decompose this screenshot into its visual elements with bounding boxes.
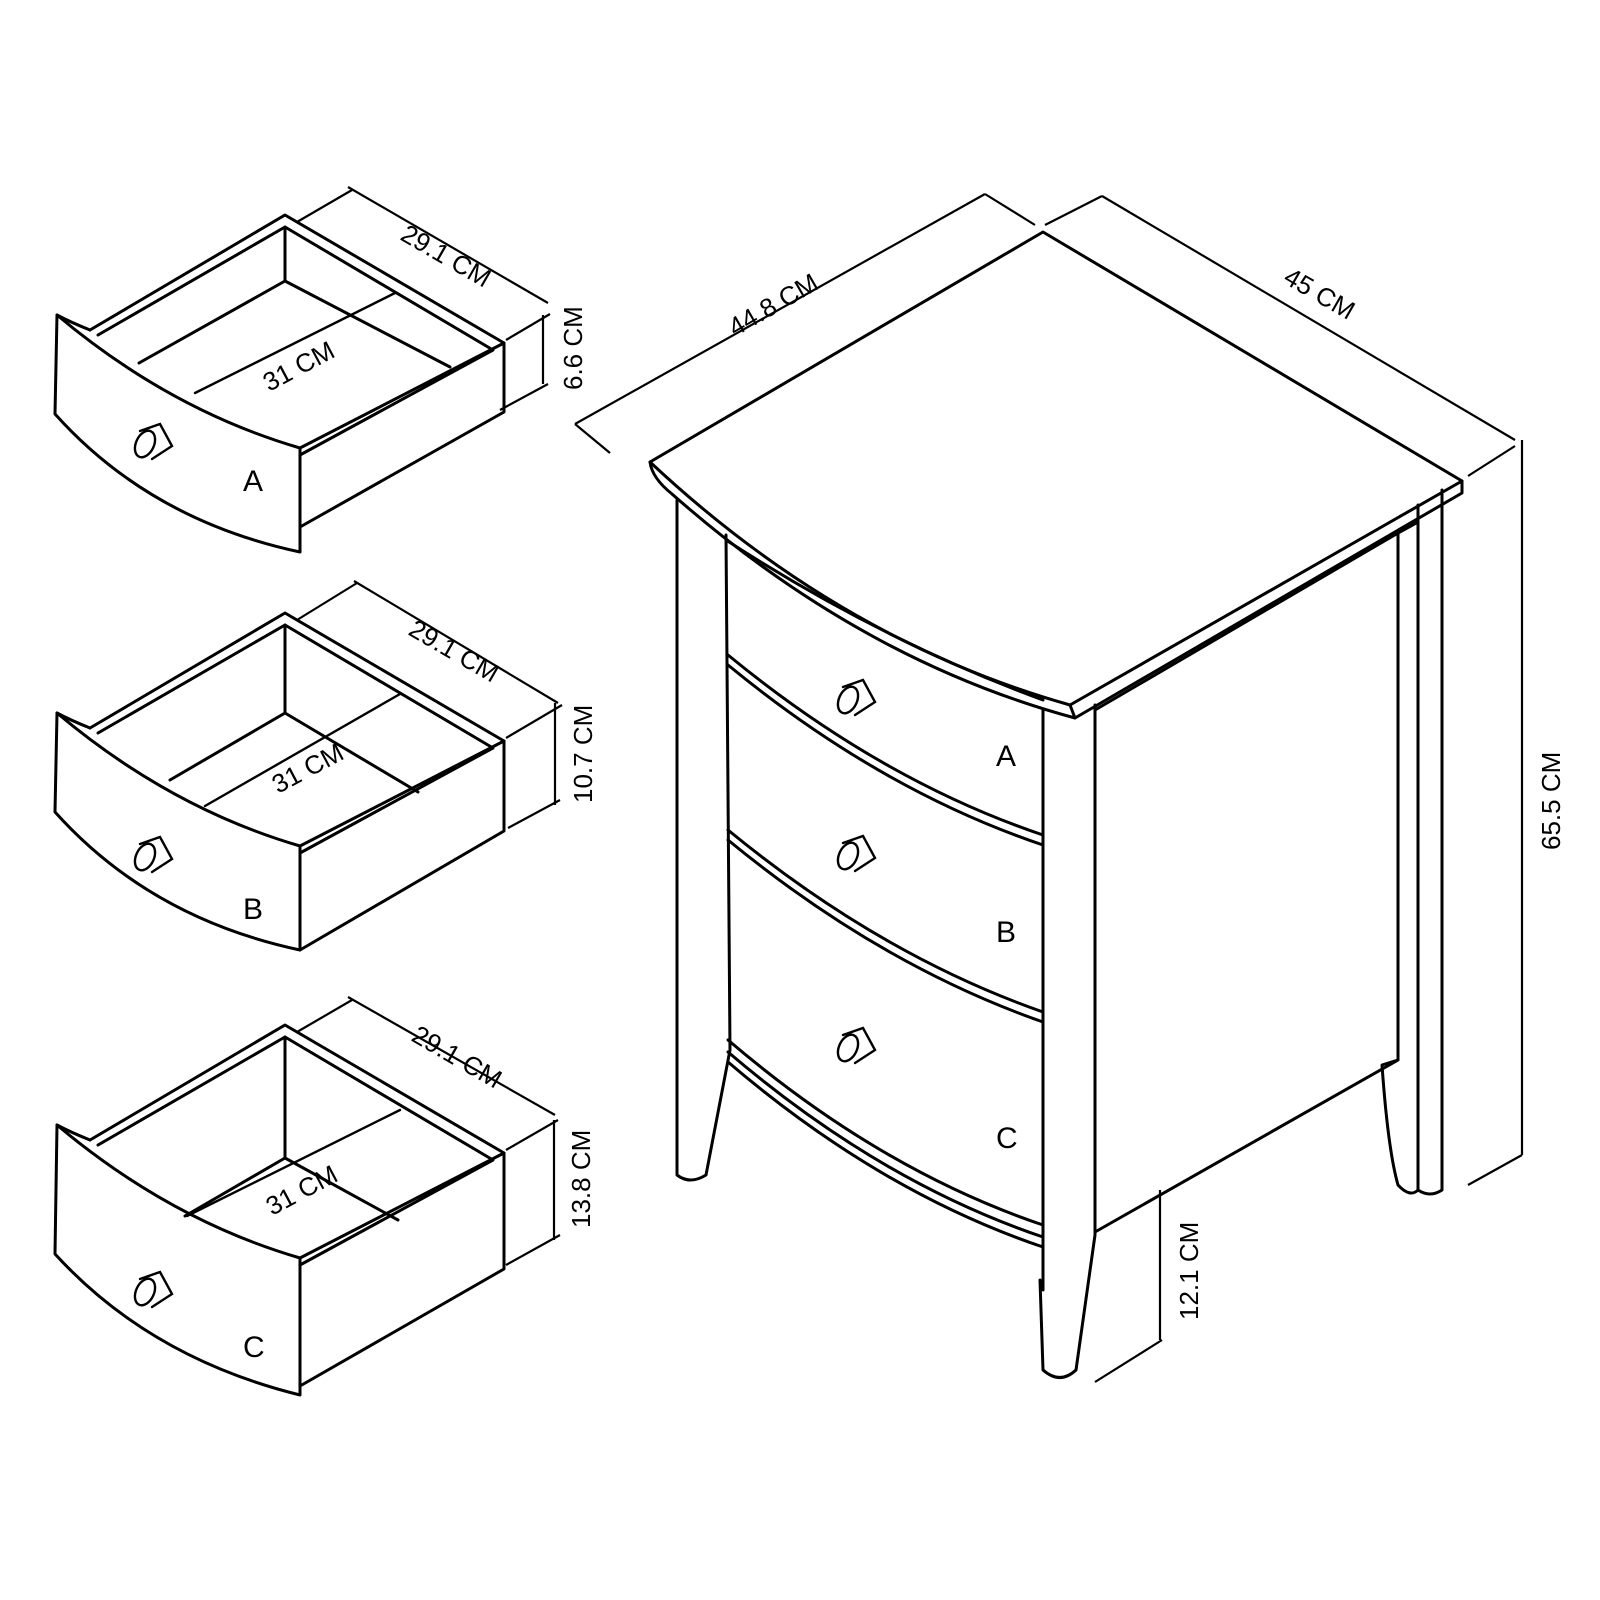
drawer-a-top-rim	[88, 213, 506, 457]
cabinet-knob-a	[836, 678, 877, 717]
drawer-a: A 29.1 CM 31 CM 6.6 CM	[53, 186, 588, 554]
drawer-c-back-floor	[283, 1156, 400, 1222]
cabinet-knob-c	[836, 1026, 877, 1065]
cabinet-width-label: 44.8 CM	[723, 267, 823, 342]
drawer-a-left-side	[137, 225, 287, 365]
drawer-c-front-edge	[55, 1123, 92, 1142]
drawer-a-width-label: 29.1 CM	[396, 218, 496, 293]
drawer-c-right-side	[298, 1151, 506, 1388]
cabinet-right-front-leg	[1038, 703, 1097, 1379]
drawer-c-width-dimension	[296, 996, 559, 1151]
cabinet-drawer-a-shadow	[726, 663, 1045, 847]
cabinet-back-inner-leg	[1380, 520, 1420, 1195]
cabinet-height-dimension	[1467, 440, 1524, 1186]
cabinet-letter-c: C	[996, 1122, 1018, 1155]
cabinet-left-front-leg	[675, 498, 732, 1182]
drawer-a-height-label: 6.6 CM	[558, 306, 588, 390]
cabinet-top-corner	[1068, 703, 1077, 720]
drawer-a-front	[53, 313, 302, 554]
drawer-b-divider	[203, 692, 402, 808]
cabinet-letter-b: B	[996, 916, 1016, 949]
drawer-a-front-edge	[55, 313, 92, 332]
drawer-b-right-side	[298, 739, 506, 952]
drawer-b-width-dimension	[296, 580, 563, 739]
cabinet-knob-b	[836, 834, 877, 873]
drawer-b-knob	[133, 835, 174, 874]
drawer-c-width-label: 29.1 CM	[407, 1019, 507, 1094]
drawer-b-top-rim	[88, 611, 506, 855]
drawer-a-back-floor	[283, 279, 452, 369]
drawer-c-height-dimension	[505, 1120, 561, 1266]
drawer-a-width-dimension	[296, 186, 551, 341]
drawer-c-front	[53, 1123, 302, 1397]
cabinet: A B C 44.8 CM 45 CM 65.5 CM 12.1 CM	[574, 193, 1566, 1383]
cabinet-back-right-leg	[1416, 488, 1444, 1196]
cabinet-drawer-c-front	[726, 1038, 1045, 1227]
drawer-b-width-label: 29.1 CM	[404, 613, 504, 688]
drawer-a-right-side	[298, 341, 506, 529]
drawer-a-divider	[193, 291, 397, 395]
drawer-a-letter: A	[243, 465, 263, 498]
drawer-b-front	[53, 711, 302, 952]
drawer-b-letter: B	[243, 893, 263, 926]
cabinet-width-dimension	[574, 193, 1036, 454]
drawer-b-front-edge	[55, 711, 92, 730]
cabinet-drawer-b-shadow	[726, 838, 1045, 1024]
cabinet-drawer-b-front	[726, 828, 1045, 1014]
cabinet-drawer-c-shadow	[726, 1050, 1045, 1249]
drawer-c: C 29.1 CM 31 CM 13.8 CM	[53, 996, 596, 1397]
drawer-a-height-dimension	[499, 315, 549, 411]
drawer-c-letter: C	[243, 1331, 265, 1364]
drawer-a-knob	[133, 422, 174, 461]
cabinet-height-label: 65.5 CM	[1536, 752, 1566, 850]
cabinet-depth-label: 45 CM	[1279, 261, 1360, 325]
drawer-a-depth-label: 31 CM	[258, 335, 340, 397]
drawer-b: B 29.1 CM 31 CM 10.7 CM	[53, 580, 598, 952]
drawer-c-height-label: 13.8 CM	[566, 1130, 596, 1228]
drawer-c-top-rim	[88, 1023, 506, 1267]
cabinet-side-panel	[1093, 531, 1400, 1234]
drawer-b-height-label: 10.7 CM	[568, 705, 598, 803]
cabinet-depth-dimension	[1044, 195, 1516, 477]
cabinet-drawer-a-front	[724, 538, 1045, 837]
cabinet-leg-height-dimension	[1094, 1190, 1163, 1383]
drawer-c-divider	[185, 1108, 402, 1218]
drawer-c-knob	[133, 1270, 174, 1309]
drawer-b-back-floor	[283, 711, 420, 794]
cabinet-leg-height-label: 12.1 CM	[1174, 1222, 1204, 1320]
cabinet-top-edge	[648, 460, 1464, 720]
drawer-b-height-dimension	[507, 703, 561, 829]
cabinet-letter-a: A	[996, 740, 1016, 773]
